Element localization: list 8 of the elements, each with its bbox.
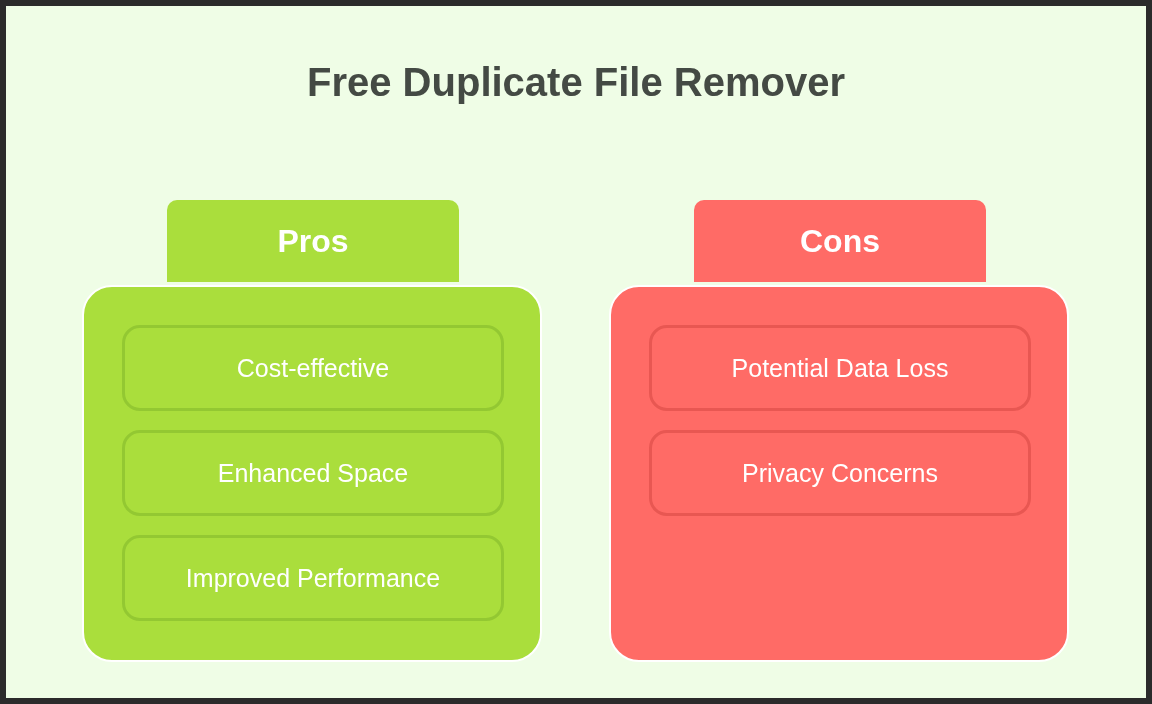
title: Free Duplicate File Remover [306,60,846,105]
tab-header: Pros [167,200,459,282]
list-item: Improved Performance [122,535,504,621]
list-item: Privacy Concerns [649,430,1031,516]
list-item: Enhanced Space [122,430,504,516]
tab-header: Cons [694,200,986,282]
list-item: Potential Data Loss [649,325,1031,411]
list-item: Cost-effective [122,325,504,411]
